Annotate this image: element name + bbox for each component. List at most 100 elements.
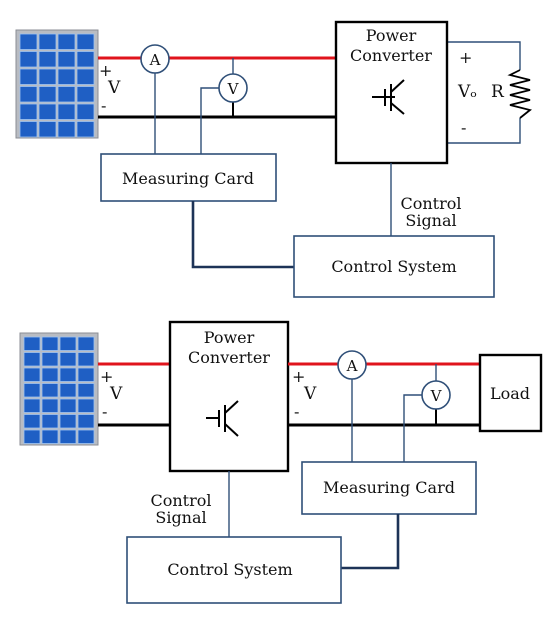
solar-cell [76, 51, 95, 68]
ammeter-1-label: A [149, 51, 161, 69]
measuring-card-1-label: Measuring Card [122, 169, 254, 188]
voltmeter-2-signal-lead [403, 394, 422, 462]
solar-cell [59, 429, 77, 444]
solar-cell [77, 336, 95, 351]
solar-cell [41, 414, 59, 429]
diagram-2: Power Converter + V - + V - A V Load [19, 320, 543, 604]
solar-cell [23, 414, 41, 429]
solar-cell [19, 121, 38, 138]
control-signal-1-line2: Signal [405, 211, 456, 230]
control-signal-2-line2: Signal [155, 508, 206, 527]
solar-cell [41, 352, 59, 367]
converter-2-label-line2: Converter [188, 348, 270, 367]
output-1-plus: + [459, 48, 472, 67]
solar-cell [59, 414, 77, 429]
solar-cell [19, 33, 38, 50]
solar-cell [41, 336, 59, 351]
voltmeter-2-label: V [430, 387, 443, 405]
solar-cell [41, 429, 59, 444]
output-wire-top-1 [447, 41, 521, 70]
solar-cell [59, 336, 77, 351]
voltmeter-1-label: V [227, 80, 240, 98]
card-to-control-1-wire [191, 201, 294, 269]
solar-cell [23, 383, 41, 398]
input-2-plus: + [100, 367, 113, 386]
solar-cell [57, 86, 76, 103]
input-1-minus: - [101, 96, 106, 115]
solar-cell [23, 352, 41, 367]
solar-cell [23, 367, 41, 382]
solar-cell [77, 367, 95, 382]
control-system-2-label: Control System [167, 560, 292, 579]
control-signal-1-line1: Control [400, 194, 461, 213]
solar-cell [19, 68, 38, 85]
measuring-card-2 [301, 461, 477, 515]
solar-cell [77, 429, 95, 444]
control-system-1 [293, 235, 495, 298]
solar-cell [57, 103, 76, 120]
solar-cell [57, 121, 76, 138]
solar-panel-2-icon [19, 332, 99, 446]
solar-cell [38, 33, 57, 50]
transistor-1-icon [372, 79, 405, 115]
solar-cell [38, 86, 57, 103]
mid-2-minus: - [294, 402, 299, 421]
solar-cell [41, 383, 59, 398]
converter-1-label-line2: Converter [350, 46, 432, 65]
solar-cell [41, 367, 59, 382]
output-wire-bottom-1 [447, 118, 521, 144]
converter-2-label-line1: Power [204, 328, 255, 347]
power-converter-box-2 [168, 320, 290, 473]
mid-2-v: V [303, 384, 317, 404]
measuring-card-2-label: Measuring Card [323, 478, 455, 497]
solar-cell [59, 352, 77, 367]
solar-cell [23, 336, 41, 351]
solar-cell [38, 68, 57, 85]
solar-panel-1-icon [15, 29, 99, 139]
solar-cell [57, 51, 76, 68]
control-system-1-label: Control System [331, 257, 456, 276]
solar-cell [38, 51, 57, 68]
input-2-minus: - [102, 402, 107, 421]
solar-cell [38, 121, 57, 138]
load-label: Load [490, 384, 530, 403]
solar-cell [59, 398, 77, 413]
ammeter-2-label: A [346, 357, 358, 375]
solar-cell [76, 33, 95, 50]
solar-cell [77, 414, 95, 429]
load-box [478, 353, 543, 433]
control-signal-2-line1: Control [150, 491, 211, 510]
solar-cell [76, 68, 95, 85]
output-1-minus: - [461, 118, 466, 137]
solar-cell [23, 429, 41, 444]
solar-cell [59, 367, 77, 382]
solar-cell [57, 68, 76, 85]
solar-cell [19, 103, 38, 120]
mid-2-plus: + [292, 367, 305, 386]
solar-cell [41, 398, 59, 413]
voltmeter-1-signal-lead [200, 87, 219, 154]
output-1-r: R [491, 82, 505, 102]
solar-cell [38, 103, 57, 120]
solar-cell [59, 383, 77, 398]
solar-cell [76, 103, 95, 120]
transistor-2-icon [206, 400, 239, 437]
solar-cell [76, 86, 95, 103]
input-1-plus: + [99, 61, 112, 80]
input-2-v: V [109, 384, 123, 404]
solar-cell [77, 398, 95, 413]
solar-cell [19, 51, 38, 68]
solar-cell [76, 121, 95, 138]
output-1-vo: Vₒ [457, 82, 477, 102]
solar-cell [57, 33, 76, 50]
solar-cell [23, 398, 41, 413]
solar-cell [19, 86, 38, 103]
input-1-v: V [107, 78, 121, 98]
converter-1-label-line1: Power [366, 26, 417, 45]
control-system-2 [126, 536, 342, 604]
resistor-icon [507, 69, 532, 119]
card-to-control-2-wire [341, 514, 400, 570]
measuring-card-1 [100, 153, 277, 202]
